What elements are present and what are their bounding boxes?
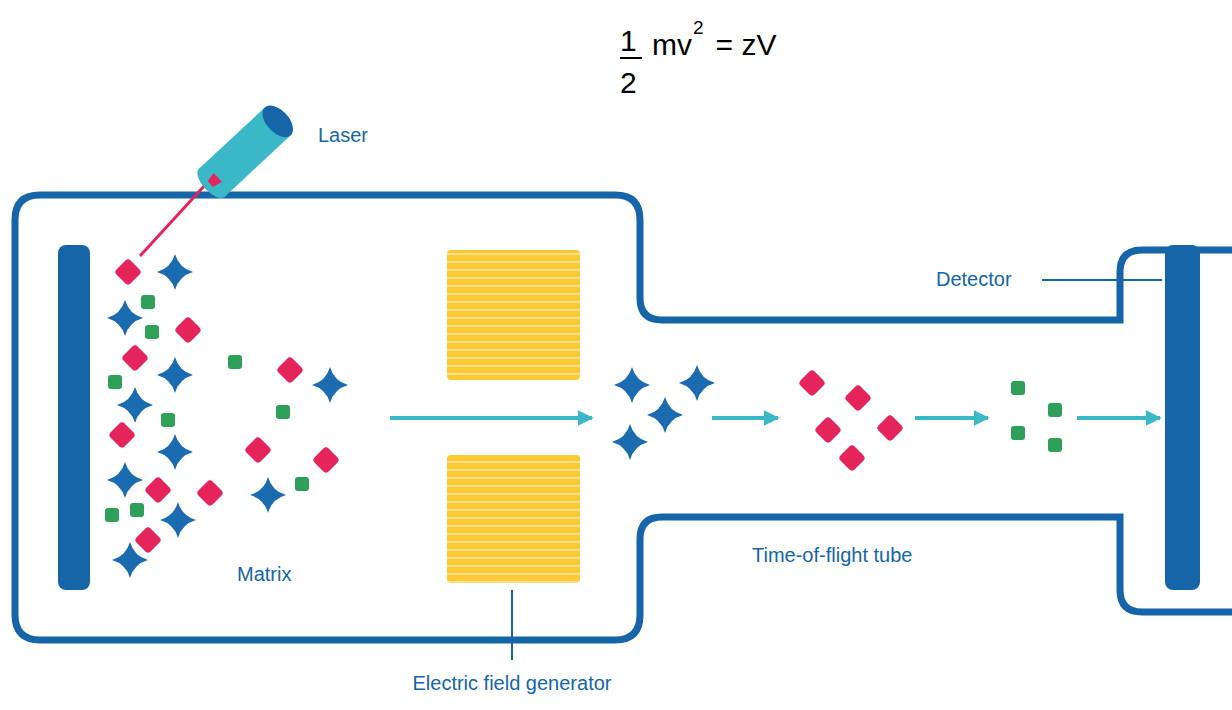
part-label: Detector bbox=[936, 268, 1012, 290]
leader-line bbox=[1042, 279, 1162, 281]
green-ion bbox=[1048, 403, 1062, 417]
red-ion bbox=[196, 479, 224, 507]
red-ion bbox=[844, 384, 872, 412]
blue-ion bbox=[117, 387, 153, 423]
formula-text: = zV bbox=[716, 28, 777, 61]
blue-ion bbox=[112, 542, 148, 578]
flight-arrows bbox=[390, 416, 1160, 420]
formula-text: mv bbox=[652, 28, 692, 61]
green-ion bbox=[1048, 438, 1062, 452]
field-plate-bottom bbox=[447, 455, 580, 583]
red-ion bbox=[838, 444, 866, 472]
blue-ion bbox=[614, 367, 650, 403]
ion-particles bbox=[105, 254, 1062, 578]
laser-beam bbox=[140, 160, 228, 256]
fraction-bar bbox=[620, 57, 642, 59]
red-ion bbox=[814, 416, 842, 444]
blue-ion bbox=[647, 397, 683, 433]
leader-line bbox=[511, 590, 513, 660]
red-ion bbox=[121, 344, 149, 372]
green-ion bbox=[145, 325, 159, 339]
red-ion bbox=[312, 446, 340, 474]
blue-ion bbox=[679, 365, 715, 401]
red-ion bbox=[276, 356, 304, 384]
blue-ion bbox=[160, 502, 196, 538]
blue-ion bbox=[250, 477, 286, 513]
green-ion bbox=[276, 405, 290, 419]
formula-denominator: 2 bbox=[620, 66, 637, 99]
part-label: Matrix bbox=[237, 563, 291, 585]
green-ion bbox=[105, 508, 119, 522]
blue-ion bbox=[107, 300, 143, 336]
formula-numerator: 1 bbox=[620, 24, 637, 57]
sample-plate bbox=[58, 245, 90, 590]
laser-body bbox=[192, 100, 298, 203]
green-ion bbox=[228, 355, 242, 369]
green-ion bbox=[130, 503, 144, 517]
red-ion bbox=[244, 436, 272, 464]
red-ion bbox=[144, 476, 172, 504]
red-ion bbox=[114, 258, 142, 286]
green-ion bbox=[1011, 381, 1025, 395]
green-ion bbox=[295, 477, 309, 491]
field-plate-top bbox=[447, 250, 580, 380]
formula-exponent: 2 bbox=[693, 18, 704, 39]
red-ion bbox=[134, 526, 162, 554]
green-ion bbox=[161, 413, 175, 427]
red-ion bbox=[798, 369, 826, 397]
detector-plate bbox=[1165, 245, 1200, 590]
blue-ion bbox=[107, 462, 143, 498]
blue-ion bbox=[157, 254, 193, 290]
blue-ion bbox=[157, 434, 193, 470]
red-ion bbox=[174, 316, 202, 344]
blue-ion bbox=[312, 367, 348, 403]
part-label: Time-of-flight tube bbox=[752, 544, 912, 566]
green-ion bbox=[108, 375, 122, 389]
part-label: Electric field generator bbox=[413, 672, 612, 694]
part-label: Laser bbox=[318, 124, 368, 146]
red-ion bbox=[876, 414, 904, 442]
red-ion bbox=[108, 421, 136, 449]
vacuum-chamber-outline bbox=[15, 195, 1232, 640]
green-ion bbox=[1011, 426, 1025, 440]
green-ion bbox=[141, 295, 155, 309]
blue-ion bbox=[612, 424, 648, 460]
blue-ion bbox=[157, 357, 193, 393]
